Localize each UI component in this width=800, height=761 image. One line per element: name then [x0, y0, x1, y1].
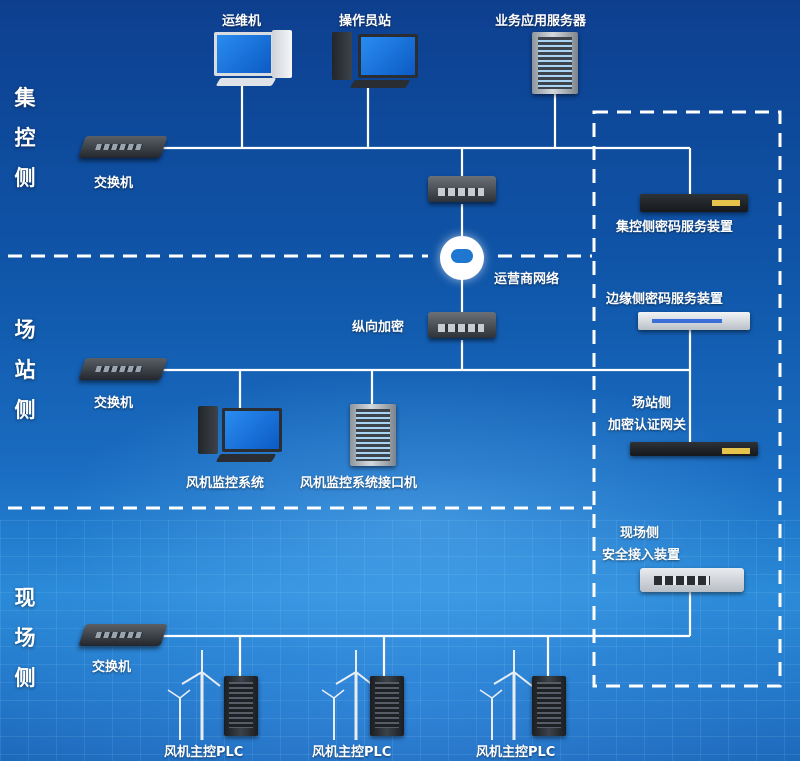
plc1-label: 风机主控PLC [164, 745, 244, 760]
field-switch-icon [78, 624, 168, 646]
edge-crypto-icon [638, 312, 750, 330]
station-gateway-label-line2: 加密认证网关 [608, 418, 687, 433]
station-switch-label: 交换机 [94, 396, 134, 411]
ops-pc-icon [208, 30, 298, 90]
plc3-label: 风机主控PLC [476, 745, 556, 760]
station-gateway-icon [630, 442, 758, 456]
operator-station-label: 操作员站 [339, 14, 392, 29]
wind-monitor-icon [198, 404, 282, 464]
center-switch-icon [78, 136, 168, 158]
wind-interface-icon [350, 404, 396, 466]
wind-interface-label: 风机监控系统接口机 [300, 476, 418, 491]
center-crypto-icon [640, 194, 748, 212]
station-gateway-label-line1: 场站侧 [632, 396, 672, 411]
plc3-icon [474, 650, 584, 740]
ops-pc-label: 运维机 [222, 14, 262, 29]
station-switch-icon [78, 358, 168, 380]
plc2-icon [316, 650, 426, 740]
vertical-encrypt-label: 纵向加密 [352, 320, 405, 335]
plc1-icon [162, 650, 272, 740]
field-access-icon [640, 568, 744, 592]
zone-label-station: 场 站 侧 [14, 318, 36, 422]
app-server-label: 业务应用服务器 [495, 14, 587, 29]
operator-station-icon [332, 30, 422, 90]
crypto-service-boundary [592, 110, 782, 688]
field-access-label-line2: 安全接入装置 [602, 548, 681, 563]
app-server-icon [532, 32, 578, 94]
field-access-label-line1: 现场侧 [620, 526, 660, 541]
center-router-icon [428, 176, 496, 202]
field-switch-label: 交换机 [92, 660, 132, 675]
carrier-network-label: 运营商网络 [494, 272, 560, 287]
wind-monitor-label: 风机监控系统 [186, 476, 265, 491]
vertical-encrypt-icon [428, 312, 496, 338]
zone-label-field: 现 场 侧 [14, 586, 36, 690]
cloud-icon [440, 236, 484, 280]
plc2-label: 风机主控PLC [312, 745, 392, 760]
center-crypto-label: 集控侧密码服务装置 [616, 220, 734, 235]
zone-label-center: 集 控 侧 [14, 86, 36, 190]
edge-crypto-label: 边缘侧密码服务装置 [606, 292, 724, 307]
center-switch-label: 交换机 [94, 176, 134, 191]
